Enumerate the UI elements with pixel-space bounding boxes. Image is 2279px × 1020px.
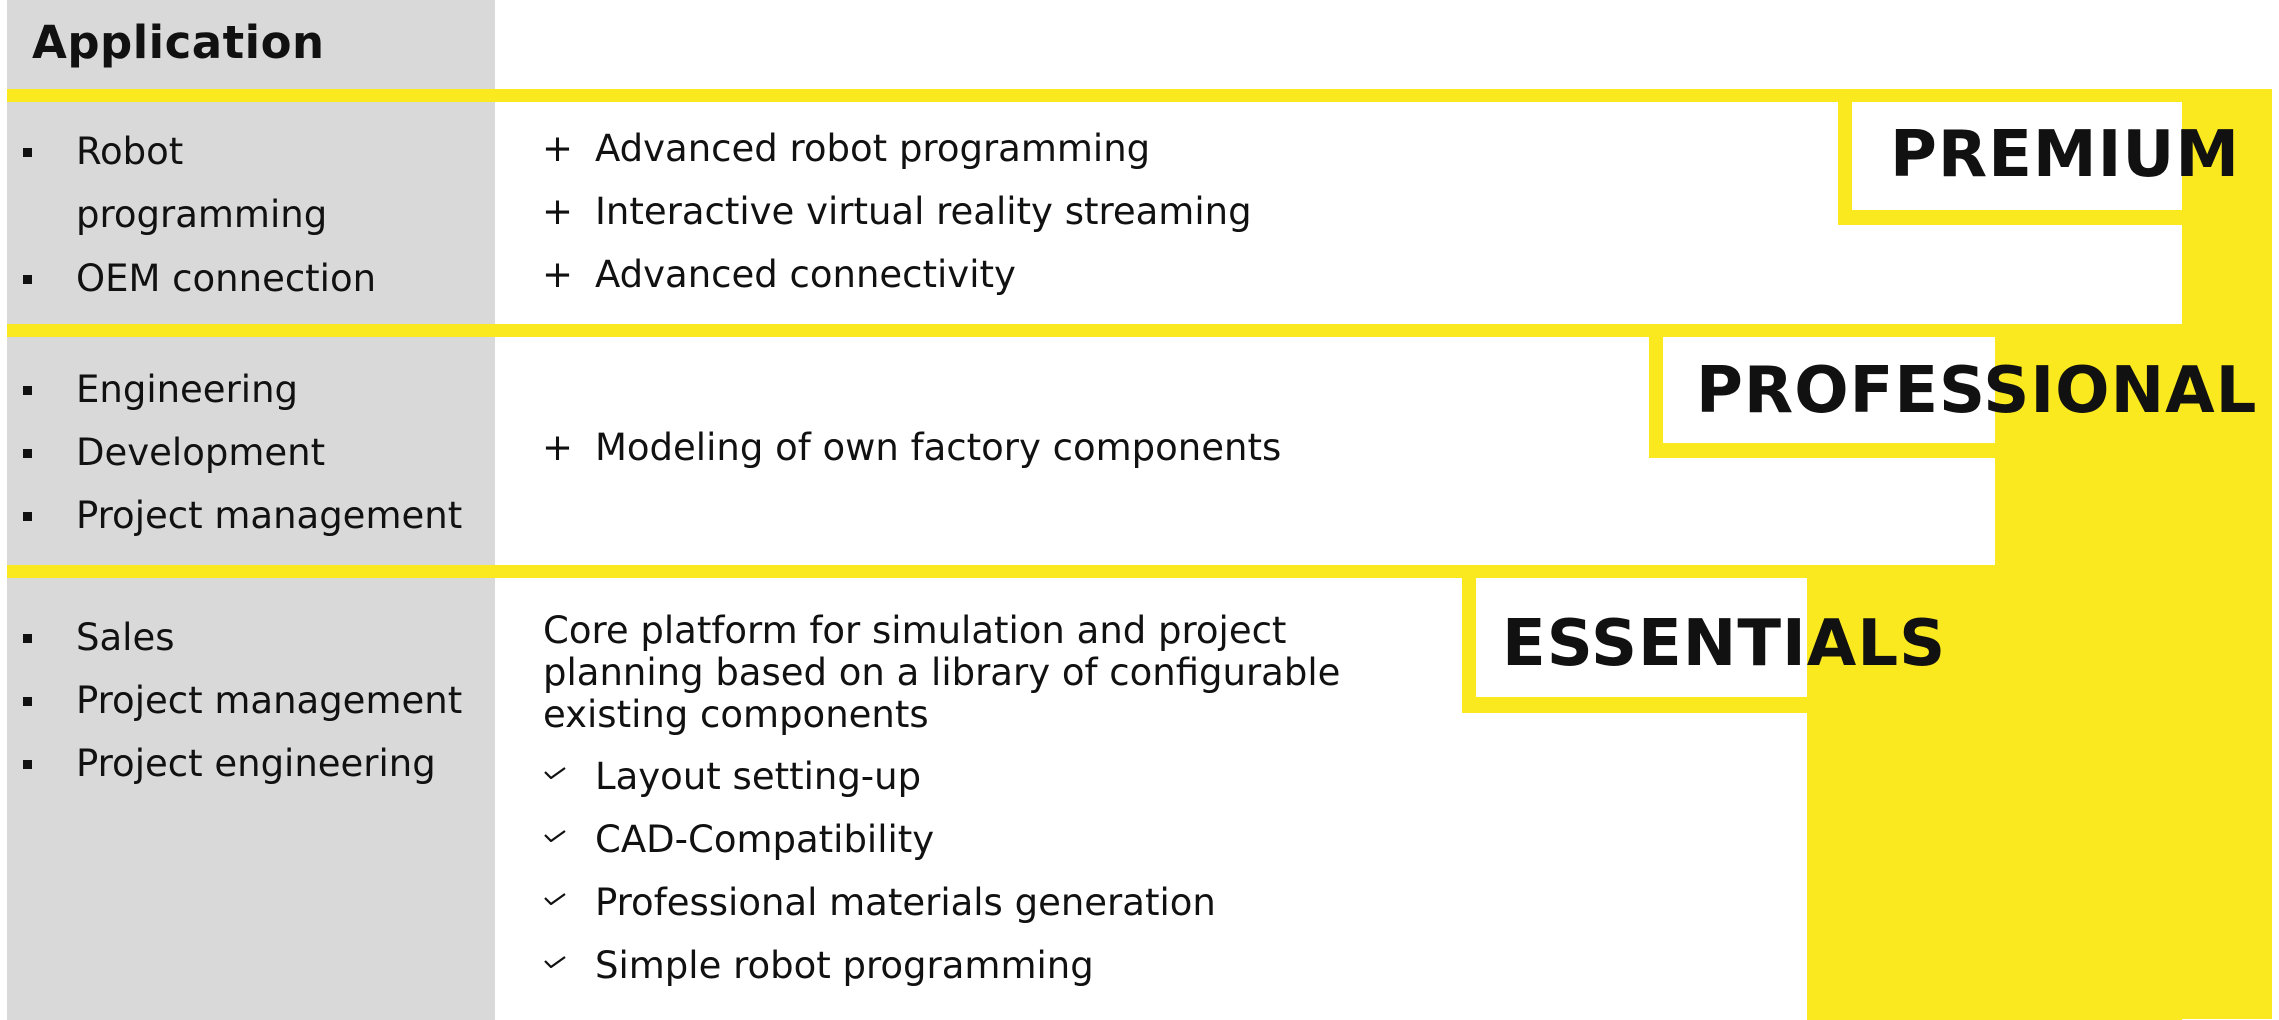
square-bullet-icon xyxy=(23,148,32,157)
feature-label: Professional materials generation xyxy=(595,881,1216,924)
application-label: Engineering xyxy=(76,368,298,411)
essentials-label-box xyxy=(1476,578,1807,697)
check-icon xyxy=(544,956,566,968)
feature-label: Layout setting-up xyxy=(595,755,922,798)
application-label: Development xyxy=(76,431,326,474)
check-icon xyxy=(544,893,566,905)
plus-icon: + xyxy=(542,253,574,296)
feature-label: Modeling of own factory components xyxy=(595,426,1282,469)
plus-icon: + xyxy=(542,190,574,233)
premium-tier-band xyxy=(7,89,2272,102)
professional-label-box xyxy=(1663,337,1995,443)
premium-tier-column xyxy=(2182,89,2272,1019)
application-header: Application xyxy=(32,16,325,69)
professional-label: PROFESSIONAL xyxy=(1696,354,2258,428)
application-label: OEM connection xyxy=(76,257,377,300)
square-bullet-icon xyxy=(23,697,32,706)
essentials-label: ESSENTIALS xyxy=(1502,607,1947,681)
square-bullet-icon xyxy=(23,512,32,521)
square-bullet-icon xyxy=(23,386,32,395)
square-bullet-icon xyxy=(23,275,32,284)
premium-label-box xyxy=(1852,102,2182,210)
essentials-tier-column xyxy=(1807,565,1995,1020)
application-label: Sales xyxy=(76,616,175,659)
application-column xyxy=(7,0,495,1020)
check-icon xyxy=(544,830,566,842)
feature-label: Interactive virtual reality streaming xyxy=(595,190,1252,233)
plus-icon: + xyxy=(542,127,574,170)
application-label: Project engineering xyxy=(76,742,436,785)
essentials-tier-band xyxy=(7,565,1995,578)
essentials-description: Core platform for simulation and project… xyxy=(543,609,1341,736)
application-label: Robot programming xyxy=(76,130,328,236)
feature-label: CAD-Compatibility xyxy=(595,818,935,861)
professional-tier-band xyxy=(7,324,2182,337)
feature-label: Simple robot programming xyxy=(595,944,1094,987)
application-label: Project management xyxy=(76,679,463,722)
feature-label: Advanced robot programming xyxy=(595,127,1151,170)
premium-label: PREMIUM xyxy=(1890,118,2241,192)
application-label: Project management xyxy=(76,494,463,537)
check-icon xyxy=(544,767,566,779)
feature-label: Advanced connectivity xyxy=(595,253,1016,296)
professional-tier-column xyxy=(1995,324,2182,1020)
plus-icon: + xyxy=(542,426,574,469)
square-bullet-icon xyxy=(23,760,32,769)
square-bullet-icon xyxy=(23,449,32,458)
square-bullet-icon xyxy=(23,634,32,643)
